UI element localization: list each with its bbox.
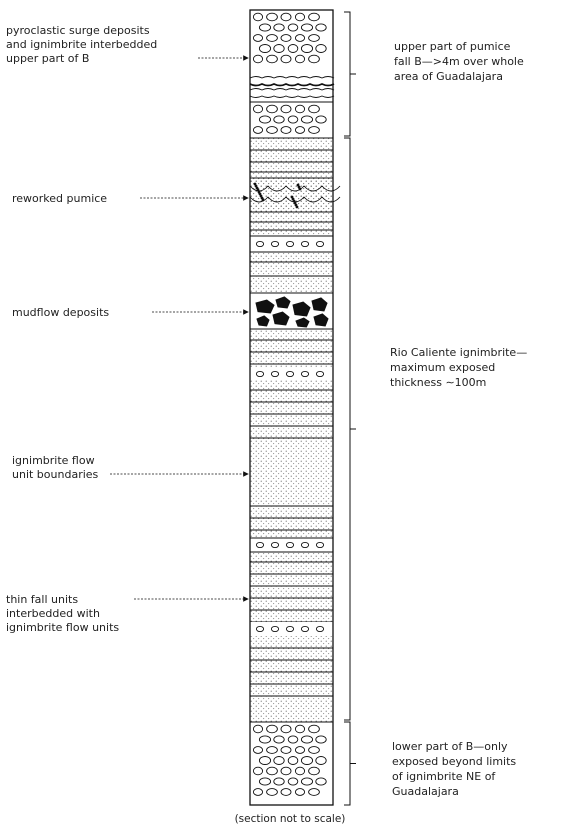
label-line: pyroclastic surge deposits — [6, 24, 150, 37]
annotation-flow-unit-boundaries: ignimbrite flow unit boundaries — [12, 454, 99, 481]
label-line: Guadalajara — [392, 785, 459, 798]
pumice-fragment — [262, 199, 265, 202]
mudflow-deposits-layer — [250, 293, 333, 329]
label-line: fall B—>4m over whole — [394, 55, 524, 68]
thin-fall-unit-lower — [250, 538, 333, 552]
thin-fall-band — [250, 538, 333, 552]
label-line: interbedded with — [6, 607, 100, 620]
label-line: thickness ∼100m — [390, 376, 486, 389]
thin-fall-band — [250, 368, 333, 380]
reworked-pumice-layer — [250, 178, 340, 212]
reworked-band — [250, 178, 333, 212]
annotation-upper-pumice-fall: upper part of pumice fall B—>4m over who… — [394, 40, 524, 83]
label-line: mudflow deposits — [12, 306, 109, 319]
surge-deposits-layer — [250, 72, 334, 102]
label-line: maximum exposed — [390, 361, 495, 374]
unit-brackets — [344, 12, 356, 805]
label-line: upper part of pumice — [394, 40, 511, 53]
annotation-rio-caliente-ignimbrite: Rio Caliente ignimbrite— maximum exposed… — [390, 346, 527, 389]
label-line: upper part of B — [6, 52, 89, 65]
stratigraphic-column — [250, 10, 340, 805]
label-line: unit boundaries — [12, 468, 99, 481]
figure-caption: (section not to scale) — [235, 813, 346, 825]
annotation-mudflow-deposits: mudflow deposits — [12, 306, 109, 319]
label-line: of ignimbrite NE of — [392, 770, 496, 783]
bracket-upper-pumice — [344, 12, 350, 136]
upper-pumice-fall-layer — [250, 10, 333, 72]
thin-fall-unit-middle — [250, 368, 333, 380]
label-line: area of Guadalajara — [394, 70, 503, 83]
thin-fall-band — [250, 622, 333, 636]
annotation-surge-deposits: pyroclastic surge deposits and ignimbrit… — [6, 24, 157, 65]
bracket-lower-pumice — [344, 722, 350, 805]
label-line: ignimbrite flow units — [6, 621, 119, 634]
bracket-rio-caliente — [344, 138, 350, 720]
label-line: exposed beyond limits — [392, 755, 516, 768]
label-line: ignimbrite flow — [12, 454, 95, 467]
thin-fall-band — [250, 236, 333, 252]
annotation-reworked-pumice: reworked pumice — [12, 192, 107, 205]
label-line: lower part of B—only — [392, 740, 508, 753]
label-pointers — [110, 58, 248, 599]
label-line: Rio Caliente ignimbrite— — [390, 346, 527, 359]
pumice-fragment — [299, 188, 302, 191]
label-line: and ignimbrite interbedded — [6, 38, 157, 51]
annotation-thin-fall-units: thin fall units interbedded with ignimbr… — [6, 593, 119, 634]
label-line: reworked pumice — [12, 192, 107, 205]
pumice-fragment — [296, 206, 299, 209]
annotation-lower-pumice-fall: lower part of B—only exposed beyond limi… — [392, 740, 516, 798]
thin-fall-unit-upper — [250, 236, 333, 252]
label-line: thin fall units — [6, 593, 78, 606]
thin-fall-unit-lowest — [250, 622, 333, 636]
